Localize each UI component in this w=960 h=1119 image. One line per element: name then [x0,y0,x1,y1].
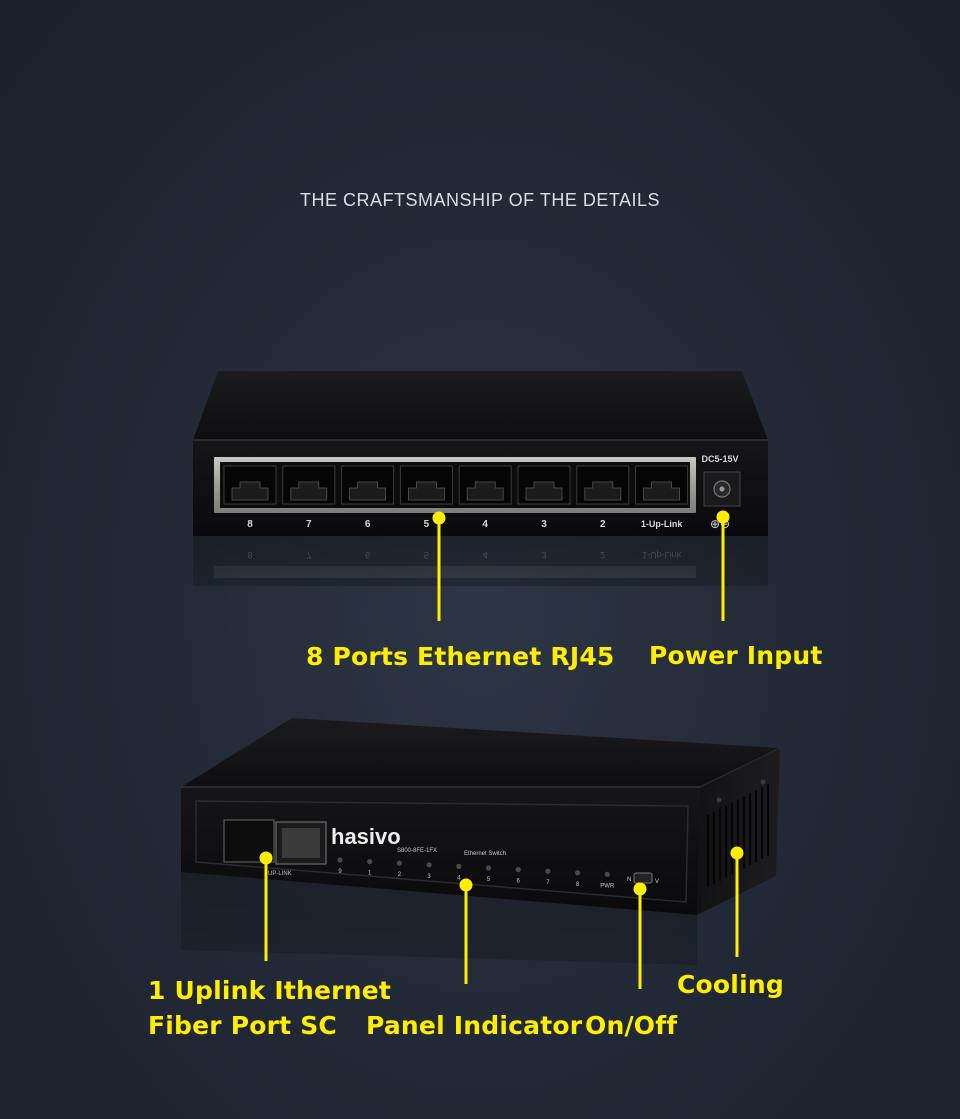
page-heading: THE CRAFTSMANSHIP OF THE DETAILS [299,190,661,210]
led-label: 1 [368,871,372,877]
led-label: 7 [546,880,550,886]
cooling-callout: Cooling [677,970,784,999]
device-type-label: Ethernet Switch [464,851,506,857]
led-light [367,859,373,865]
cooling-marker [730,846,744,860]
led-light [545,868,551,874]
port-label: 6 [365,519,371,530]
power-switch [633,872,653,884]
led-light [515,867,521,873]
ports-marker [432,511,446,525]
uplink-callout-line2: Fiber Port SC [148,1011,337,1040]
port-label: 2 [600,519,606,530]
switch-label-on: N [627,877,631,883]
port-label: 1-Up-Link [641,519,683,529]
port-label: 8 [247,519,253,530]
front-switch-reflection [181,872,697,965]
rj45-port [399,465,453,505]
led-light [396,860,402,866]
rj45-port [458,465,512,505]
led-light [485,865,492,871]
uplink-port-label: UP-LINK [268,871,292,877]
onoff-marker [633,882,647,896]
power-marker [716,510,730,524]
brand-logo: hasivo [331,824,401,849]
led-light [337,857,343,863]
power-rating-label: DC5-15V [701,454,738,464]
port-label-group: 8 7 6 5 4 3 2 1-Up-Link [247,519,683,530]
led-label: 4 [457,875,461,881]
port-label: 5 [424,519,430,530]
port-label: 4 [482,519,488,530]
rj45-port [517,465,571,505]
led-label: 6 [517,879,521,885]
led-label: 2 [398,872,402,878]
switch-label-off: V [655,879,659,885]
led-label: 3 [427,874,431,880]
uplink-callout-line1: 1 Uplink Ithernet [148,976,391,1005]
led-light [456,863,462,870]
rj45-port [635,465,689,505]
rj45-port [341,465,395,505]
rj45-port-group [223,465,689,505]
indicator-callout: Panel Indicator [366,1011,583,1040]
led-label: 5 [487,877,491,883]
led-label: PWR [600,883,615,889]
rj45-port [282,465,336,505]
led-light [604,871,610,878]
led-light [575,870,581,876]
led-label: 9 [338,869,342,875]
led-label: 8 [576,882,580,888]
onoff-callout: On/Off [585,1011,678,1040]
uplink-marker [259,851,273,865]
ports-callout: 8 Ports Ethernet RJ45 [306,642,615,671]
rj45-port [576,465,630,505]
model-label: S800-8FE-1FX [397,848,437,854]
led-light [426,862,432,868]
port-label: 3 [541,519,547,530]
power-callout: Power Input [649,641,823,670]
indicator-marker [459,878,473,892]
rj45-port [223,465,277,505]
port-label: 7 [306,519,312,530]
led-indicator-group: 9 1 2 3 4 5 6 7 8 PWR [337,857,615,889]
callout-markers [259,510,744,989]
